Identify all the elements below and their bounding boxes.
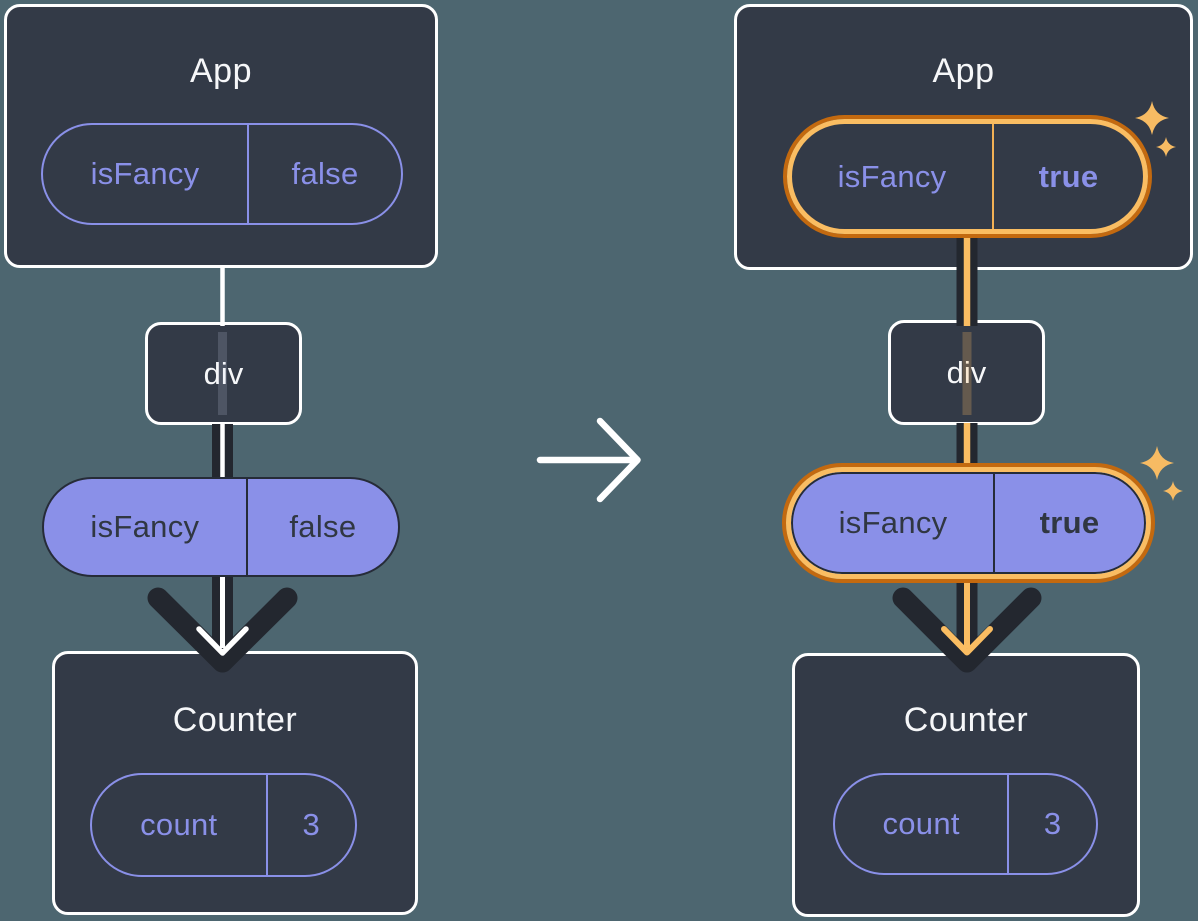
prop-name: isFancy — [90, 509, 200, 544]
sparkle-icon — [1163, 481, 1183, 501]
state-name: count — [882, 806, 960, 841]
prop-value: false — [245, 479, 398, 575]
prop-pill-right-ring: isFancy true — [786, 467, 1151, 579]
arrow-right-icon — [536, 417, 641, 503]
prop-pill-left: isFancy false — [42, 477, 400, 577]
state-value: 3 — [265, 775, 355, 875]
app-state-pill-right: isFancy true — [787, 119, 1148, 234]
app-title-left: App — [190, 52, 252, 90]
app-state-pill-left: isFancy false — [41, 123, 403, 225]
prop-pill-right: isFancy true — [791, 472, 1146, 574]
state-name: count — [140, 807, 218, 842]
prop-name: isFancy — [837, 158, 947, 194]
app-title-right: App — [932, 52, 995, 90]
prop-pill-right-highlight: isFancy true — [782, 463, 1155, 583]
counter-title-left: Counter — [172, 701, 298, 739]
div-card-left: div — [145, 322, 302, 425]
state-value: 3 — [1007, 775, 1096, 873]
right-arrow-core-head — [941, 626, 993, 656]
counter-title-right: Counter — [903, 701, 1029, 739]
left-arrow-core-head — [196, 626, 249, 656]
div-label-left: div — [203, 355, 244, 391]
counter-state-pill-right: count 3 — [833, 773, 1098, 875]
app-state-pill-right-highlight: isFancy true — [783, 115, 1152, 238]
prop-value: true — [992, 124, 1143, 229]
prop-name: isFancy — [838, 505, 948, 540]
div-label-right: div — [946, 354, 987, 390]
prop-name: isFancy — [90, 156, 200, 191]
prop-value: false — [247, 125, 401, 223]
counter-state-pill-left: count 3 — [90, 773, 357, 877]
prop-value: true — [993, 474, 1144, 572]
sparkle-icon — [1140, 446, 1174, 480]
div-card-right: div — [888, 320, 1045, 425]
